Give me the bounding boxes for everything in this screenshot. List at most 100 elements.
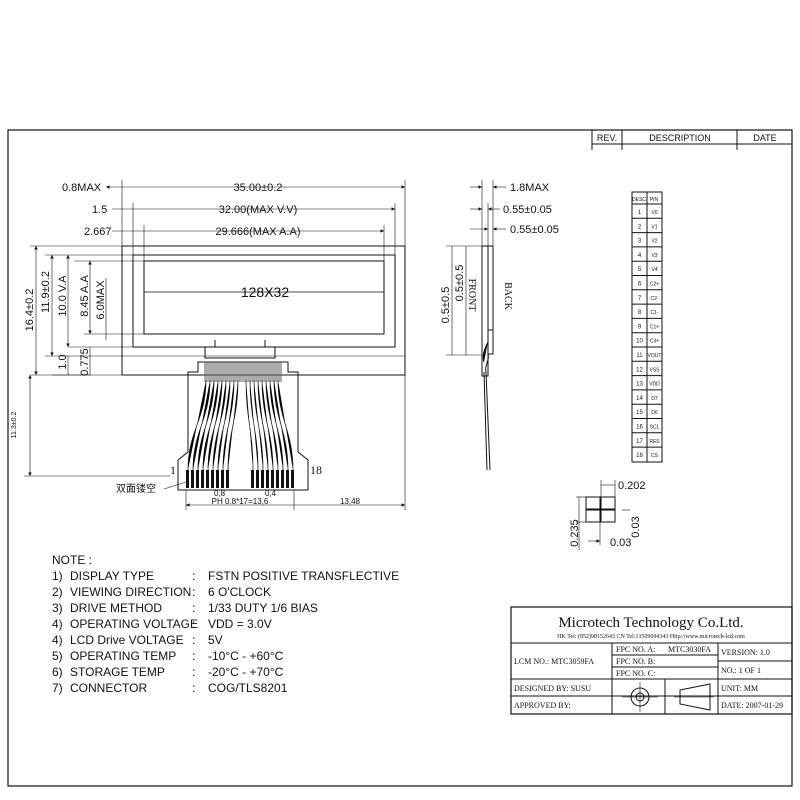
- dim-055-b: 0.55±0.05: [510, 224, 559, 236]
- sheet-no: NO.: 1 OF 1: [721, 666, 761, 675]
- pin-name: RES: [649, 439, 660, 445]
- pin-first-label: 1: [170, 463, 176, 477]
- note-number: 1): [52, 569, 63, 583]
- dim-05-b: 0.5±0.5: [454, 265, 466, 302]
- fpc-c-label: FPC NO. C:: [616, 669, 655, 678]
- description-header: DESCRIPTION: [649, 133, 711, 143]
- dim-pitch: PH 0.8*17=13,6: [212, 497, 269, 506]
- note-label: LCD Drive VOLTAGE: [70, 633, 184, 647]
- pin-name: C1+: [650, 324, 659, 330]
- fpc-a-value: MTC3030FA: [668, 645, 711, 654]
- dim-08: 0,8: [214, 489, 226, 498]
- note-value: -20°C - +70°C: [208, 665, 284, 679]
- side-view: 1.8MAX 0.55±0.05 0.55±0.05 0.5±0.5 0.5±0…: [440, 180, 559, 471]
- note-value: FSTN POSITIVE TRANSFLECTIVE: [208, 569, 400, 583]
- pin-number: 12: [636, 367, 643, 373]
- drawing-frame: [7, 129, 793, 787]
- note-colon: :: [192, 585, 196, 599]
- pin-name: V0: [651, 210, 657, 216]
- pin-number: 11: [636, 353, 643, 359]
- note-number: 4): [52, 633, 63, 647]
- version: VERSION: 1.0: [721, 648, 770, 657]
- dim-0775: 0.775: [79, 348, 91, 376]
- dim-left-2667: 2.667: [84, 226, 112, 238]
- fpc-outline: [177, 361, 309, 491]
- dim-1348: 13,48: [340, 497, 361, 506]
- pin-number: 5: [638, 267, 642, 273]
- unit: UNIT: MM: [721, 684, 758, 693]
- note-number: 3): [52, 601, 63, 615]
- note-number: 6): [52, 665, 63, 679]
- pin-number: 18: [636, 453, 643, 459]
- pin-name: V1: [651, 224, 657, 230]
- pin-name: VOUT: [648, 353, 662, 359]
- pin-number: 14: [636, 396, 643, 402]
- front-view: 128X32: [11, 180, 406, 510]
- pin-name: C2-: [650, 296, 658, 302]
- lcd-glass-outline: [121, 245, 406, 376]
- pin-last-label: 18: [310, 463, 322, 477]
- note-label: CONNECTOR: [70, 681, 148, 695]
- note-value: 1/33 DUTY 1/6 BIAS: [208, 601, 318, 615]
- viewing-area: [132, 254, 396, 348]
- dim-003-b: 0.03: [630, 516, 642, 537]
- revision-table: REV. DESCRIPTION DATE: [591, 129, 793, 150]
- dim-0202: 0.202: [618, 480, 646, 492]
- note-label: OPERATING TEMP: [70, 649, 177, 663]
- active-area: [143, 260, 385, 335]
- dim-max-aa: 29.666(MAX A.A): [216, 226, 301, 238]
- designed-by: DESIGNED BY: SUSU: [514, 684, 591, 693]
- pin-name: CS: [651, 453, 659, 459]
- dim-left-15: 1.5: [92, 204, 107, 216]
- pin-name: V2: [651, 239, 657, 245]
- approved-by: APPROVED BY:: [514, 701, 571, 710]
- pin-number: 13: [636, 382, 643, 388]
- pin-number: 3: [638, 239, 642, 245]
- pin-name: V3: [651, 253, 657, 259]
- note-label: DISPLAY TYPE: [70, 569, 155, 583]
- back-label: BACK: [502, 282, 513, 311]
- fpc-a-label: FPC NO. A:: [616, 645, 655, 654]
- pin-name: V4: [651, 267, 657, 273]
- pin-number: 15: [636, 410, 643, 416]
- dim-max-vv: 32.00(MAX V.V): [219, 204, 297, 216]
- note-colon: :: [192, 569, 196, 583]
- pin-name: VDD: [649, 382, 660, 388]
- note-value: VDD = 3.0V: [208, 617, 272, 631]
- dot-detail: 0.202 0.235 0.03 0.03: [569, 480, 646, 550]
- pin-number: 4: [638, 253, 642, 259]
- dim-0235: 0.235: [569, 519, 581, 547]
- note-label: OPERATING VOLTAGE: [70, 617, 199, 631]
- dim-total-width: 35.00±0.2: [234, 182, 283, 194]
- pin-number: 1: [638, 210, 642, 216]
- lcm-no: LCM NO.: MTC3059FA: [514, 657, 594, 666]
- dim-va: 10.0 V.A: [57, 275, 69, 317]
- dim-height-total: 16.4±0.2: [24, 289, 36, 332]
- note-number: 7): [52, 681, 63, 695]
- note-colon: :: [192, 649, 196, 663]
- company-name: Microtech Technology Co.Ltd.: [558, 615, 743, 631]
- pin-name: D6: [651, 410, 658, 416]
- note-value: 6 O'CLOCK: [208, 585, 271, 599]
- notes-heading: NOTE :: [52, 553, 93, 567]
- dim-003-a: 0.03: [610, 537, 631, 549]
- pin-table-header-pin: PIN: [650, 197, 659, 203]
- dim-055-a: 0.55±0.05: [503, 204, 552, 216]
- note-value: 5V: [208, 633, 223, 647]
- dim-aa: 8.45 A.A: [79, 275, 91, 317]
- note-value: COG/TLS8201: [208, 681, 288, 695]
- resolution-label: 128X32: [241, 284, 289, 300]
- pin-table-header-no: DESC: [632, 197, 646, 203]
- pin-name: C3+: [650, 339, 659, 345]
- dim-left-08: 0.8MAX: [62, 182, 102, 194]
- note-colon: :: [192, 601, 196, 615]
- title-block: Microtech Technology Co.Ltd. HK Tel: (85…: [510, 606, 793, 715]
- pin-number: 7: [638, 296, 642, 302]
- pin-name: SCL: [650, 425, 660, 431]
- dim-height-119: 11.9±0.2: [40, 271, 52, 313]
- dim-18max: 1.8MAX: [510, 182, 550, 194]
- note-label: VIEWING DIRECTION: [70, 585, 192, 599]
- dim-04: 0,4: [265, 489, 277, 498]
